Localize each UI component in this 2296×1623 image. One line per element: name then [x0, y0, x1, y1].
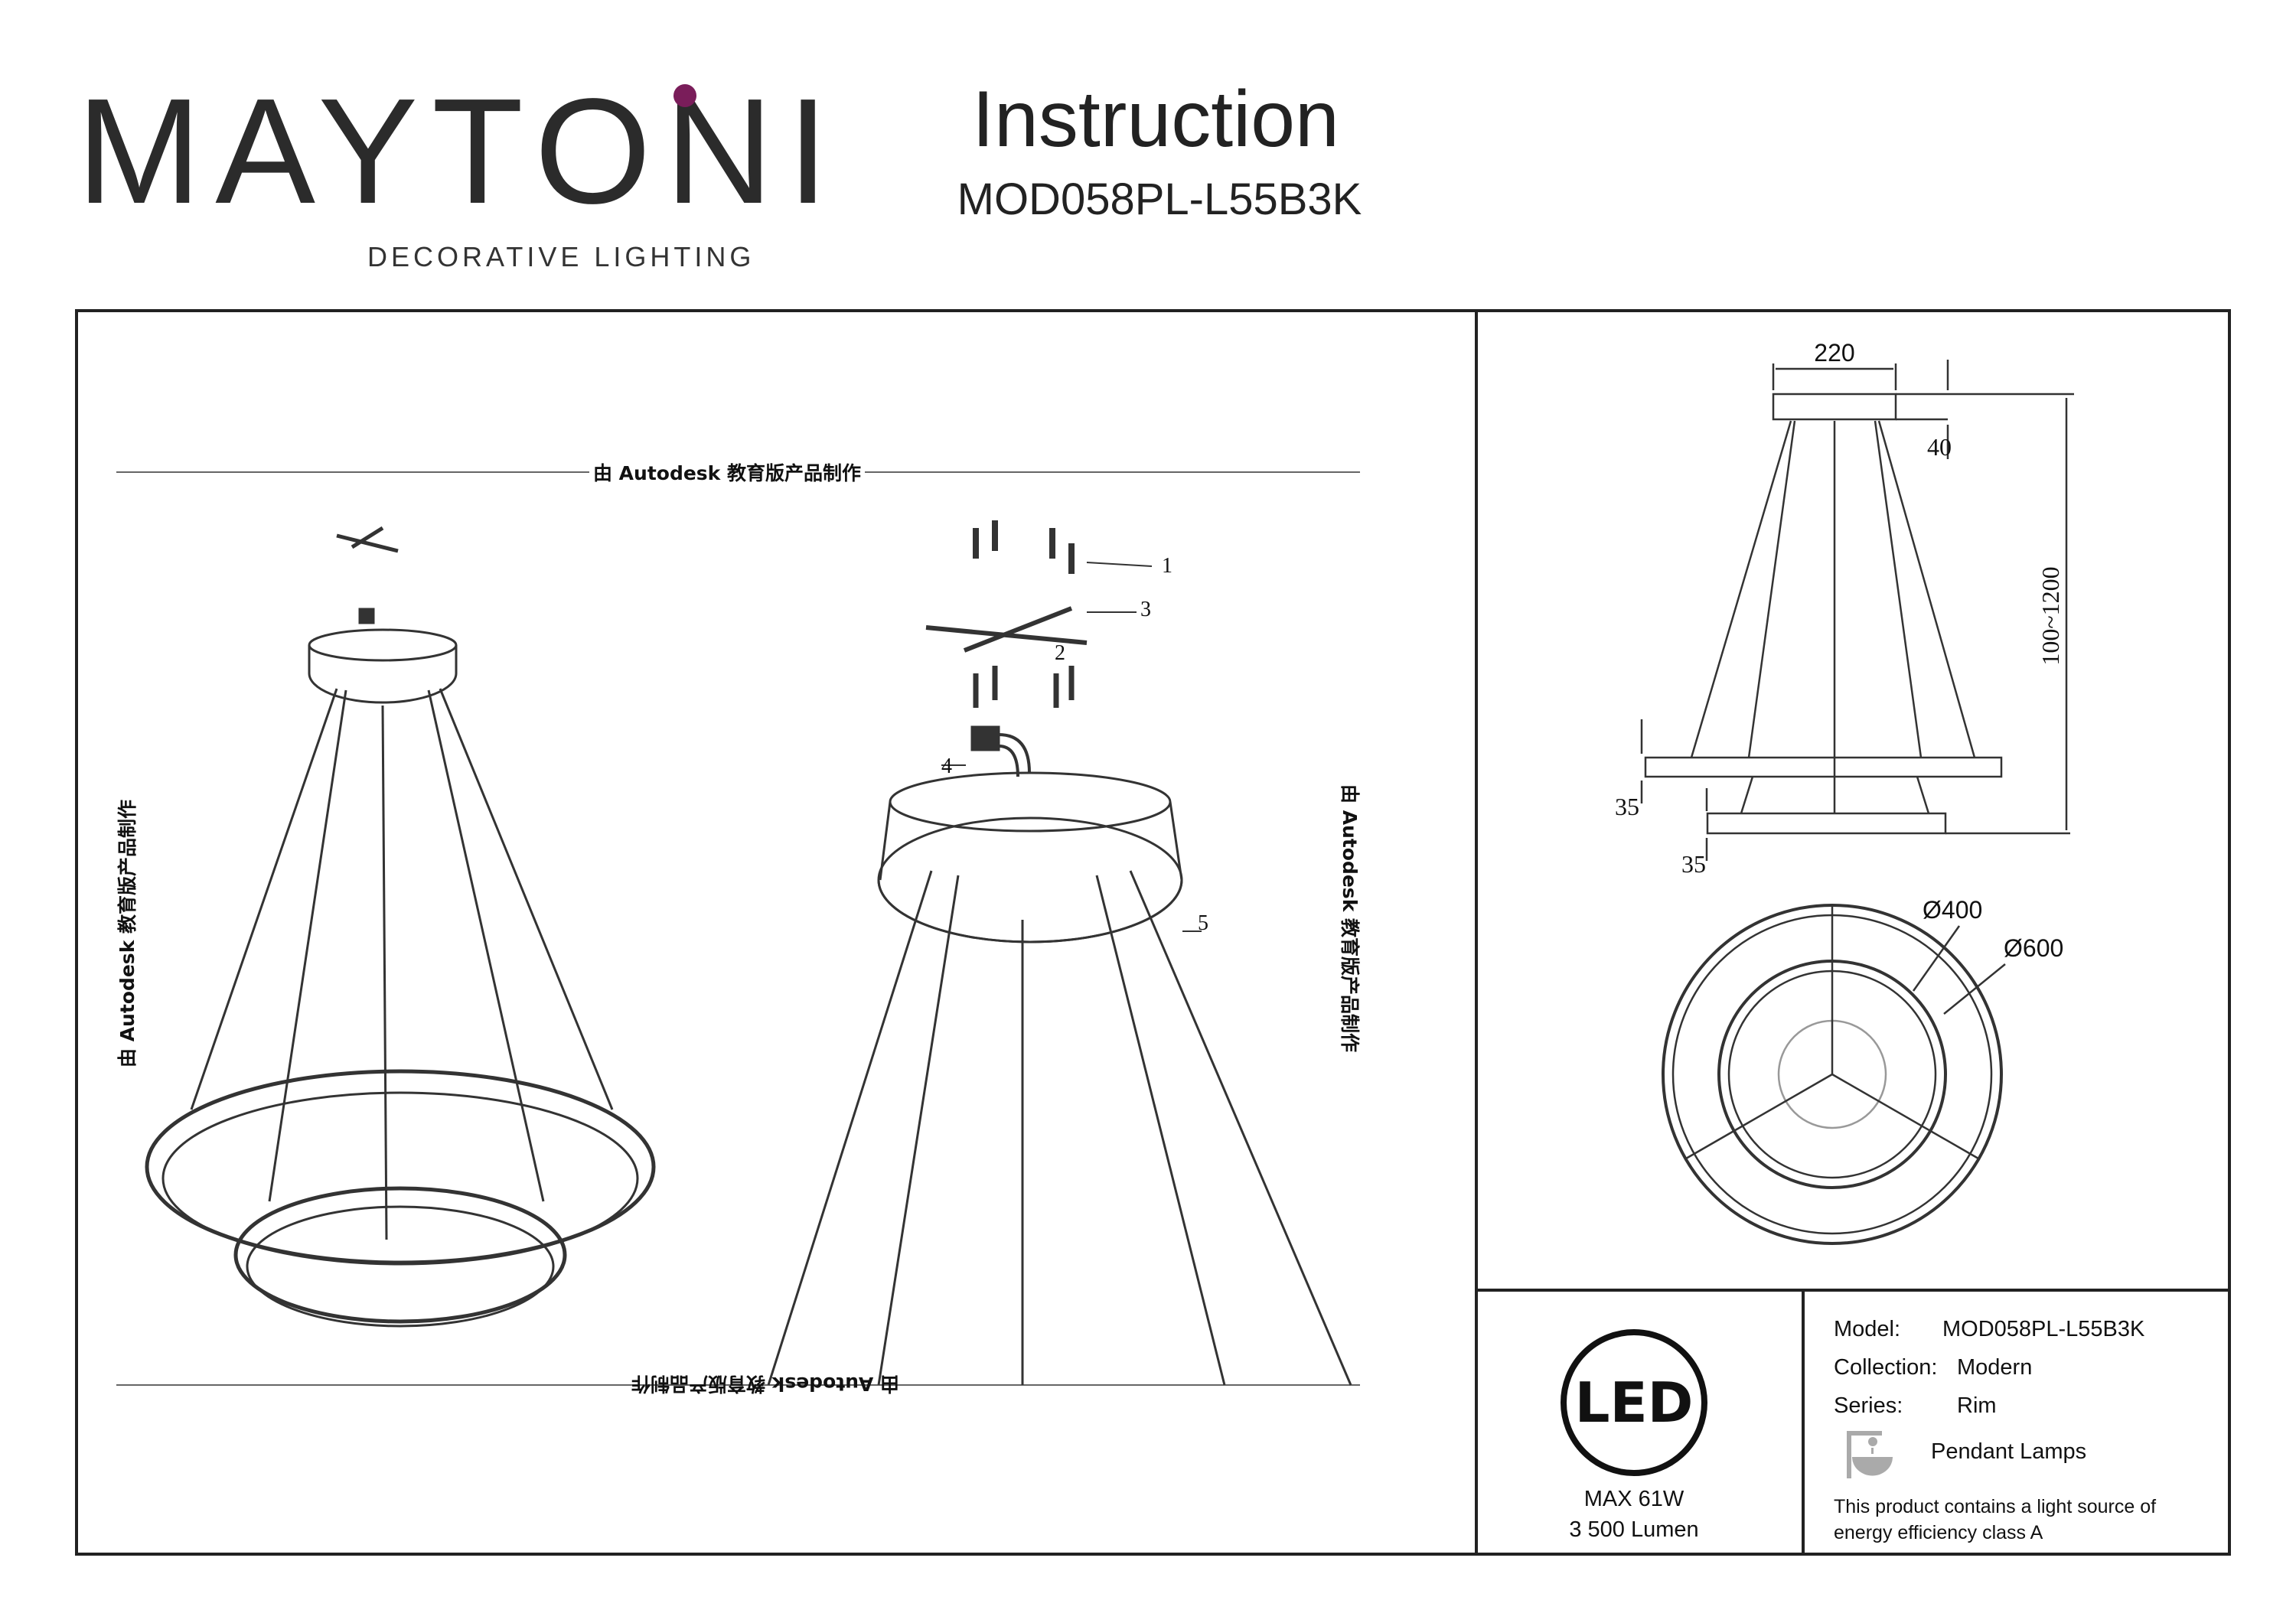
- part-label-4: 4: [941, 754, 952, 778]
- max-power: MAX 61W: [1583, 1487, 1684, 1511]
- lumen-output: 3 500 Lumen: [1569, 1517, 1699, 1542]
- dim-inner-diameter: Ø400: [1923, 896, 1982, 924]
- collection-label: Collection:: [1834, 1355, 1938, 1380]
- brand-logo: MAYTONI: [77, 67, 843, 235]
- logo-accent-dot: [673, 84, 696, 107]
- dim-canopy-width: 220: [1814, 339, 1854, 367]
- part-label-2: 2: [1055, 641, 1065, 665]
- series-value: Rim: [1957, 1393, 1997, 1418]
- led-badge: LED: [1561, 1329, 1707, 1476]
- dim-outer-diameter: Ø600: [2004, 934, 2063, 962]
- energy-class-line1: This product contains a light source of: [1834, 1496, 2157, 1517]
- collection-value: Modern: [1957, 1355, 2033, 1380]
- watermark-group: 由 Autodesk 教育版产品制作 由 Autodesk 教育版产品制作 由 …: [116, 462, 1361, 1395]
- model-heading: MOD058PL-L55B3K: [957, 174, 1362, 224]
- model-label: Model:: [1834, 1317, 1901, 1341]
- part-label-3: 3: [1140, 598, 1151, 621]
- pendant-exploded-view: [767, 520, 1352, 1386]
- watermark-right: 由 Autodesk 教育版产品制作: [1339, 784, 1361, 1052]
- category-label: Pendant Lamps: [1931, 1439, 2087, 1464]
- watermark-left: 由 Autodesk 教育版产品制作: [116, 800, 139, 1067]
- pendant-lamp-icon: [1847, 1431, 1893, 1478]
- pendant-perspective-small: [145, 526, 656, 1328]
- series-label: Series:: [1834, 1393, 1903, 1418]
- brand-tagline: DECORATIVE LIGHTING: [367, 241, 755, 272]
- dim-ring-inner-height: 35: [1681, 850, 1706, 878]
- dimension-side-view: [1640, 360, 2074, 861]
- dim-canopy-height: 40: [1927, 433, 1952, 461]
- energy-class-line2: energy efficiency class A: [1834, 1522, 2043, 1543]
- dimension-top-view: [1662, 904, 2006, 1245]
- page-title: Instruction: [972, 75, 1339, 164]
- led-label: LED: [1575, 1370, 1694, 1435]
- dim-ring-outer-height: 35: [1615, 793, 1639, 820]
- part-label-5: 5: [1198, 911, 1208, 935]
- model-value: MOD058PL-L55B3K: [1942, 1317, 2145, 1341]
- watermark-bottom: 由 Autodesk 教育版产品制作: [631, 1373, 899, 1395]
- part-label-1: 1: [1162, 554, 1172, 578]
- main-frame: [75, 309, 2231, 1556]
- watermark-top: 由 Autodesk 教育版产品制作: [593, 462, 861, 484]
- dim-suspension-length: 100~1200: [2037, 566, 2064, 665]
